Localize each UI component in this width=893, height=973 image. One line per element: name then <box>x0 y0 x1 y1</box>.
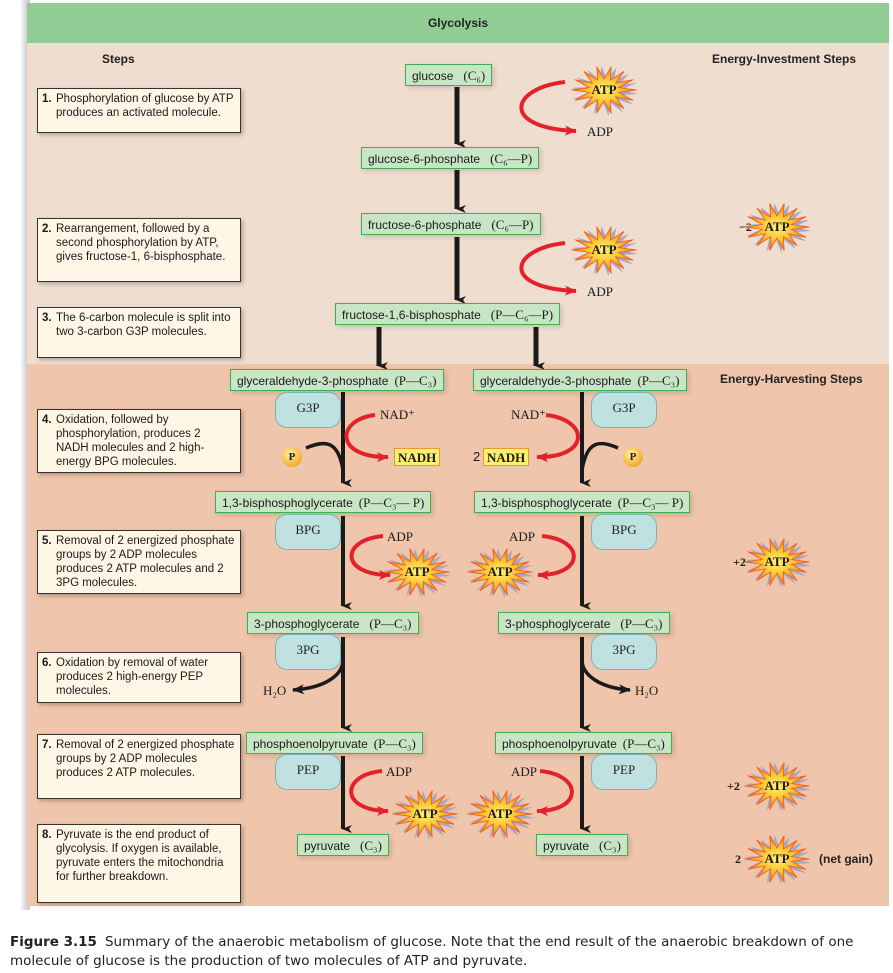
step-box-2: 2.Rearrangement, followed by a second ph… <box>37 218 241 282</box>
atp-burst-shape <box>744 835 810 883</box>
nad-label-left: NAD⁺ <box>380 407 416 422</box>
water-label-right: H₂O <box>635 683 659 698</box>
molecule-pyruvate-left: pyruvate(C₃) <box>297 834 389 856</box>
energy-investment-heading: Energy-Investment Steps <box>712 52 857 66</box>
atp-burst-icon: ATP <box>465 788 535 840</box>
step-box-3: 3.The 6-carbon molecule is split into tw… <box>37 307 241 358</box>
molecule-pep-left: phosphoenolpyruvate(P—C₃) <box>246 732 423 754</box>
abbr-g3p-left: G3P <box>275 392 341 428</box>
atp-burst-shape <box>467 548 533 596</box>
atp-burst-icon: ATP <box>382 546 452 598</box>
red-arrow-adp-atp-left-2 <box>349 769 389 816</box>
adp-label-pep-right: ADP <box>511 764 538 779</box>
figure-number: Figure 3.15 <box>10 934 97 950</box>
nad-label-right: NAD⁺ <box>511 407 547 422</box>
atp-burst-icon: ATP <box>390 788 460 840</box>
molecule-pep-right: phosphoenolpyruvate(P—C₃) <box>495 732 672 754</box>
molecule-glucose-6-phosphate: glucose-6-phosphate(C₆—P) <box>361 147 540 169</box>
adp-label-1: ADP <box>587 124 614 139</box>
phosphate-icon-left: P <box>282 447 302 467</box>
atp-burst-shape <box>744 538 810 586</box>
atp-burst-shape <box>392 790 458 838</box>
harvest-count-2: +2 <box>727 779 740 793</box>
molecule-g3p-right: glyceraldehyde-3-phosphate(P—C₃) <box>473 369 687 391</box>
energy-harvesting-heading: Energy-Harvesting Steps <box>720 372 863 386</box>
caption-text: Summary of the anaerobic metabolism of g… <box>10 934 854 969</box>
atp-burst-icon: ATP <box>569 64 639 116</box>
molecule-bpg-right: 1,3-bisphosphoglycerate(P—C₃— P) <box>474 491 691 513</box>
atp-burst-icon: ATP <box>742 536 812 588</box>
step-box-4: 4.Oxidation, followed by phosphorylation… <box>37 409 241 473</box>
nadh-badge-right: NADH <box>483 448 530 466</box>
atp-burst-shape <box>744 762 810 810</box>
abbr-pep-left: PEP <box>275 754 341 790</box>
step-box-6: 6.Oxidation by removal of water produces… <box>37 652 241 703</box>
net-gain-label: (net gain) <box>819 852 873 866</box>
step-box-7: 7.Removal of 2 energized phosphate group… <box>37 734 241 799</box>
red-arrow-nad-left <box>344 413 389 463</box>
atp-burst-shape <box>744 203 810 251</box>
abbr-3pg-right: 3PG <box>591 634 657 670</box>
molecule-g3p-left: glyceraldehyde-3-phosphate(P—C₃) <box>230 369 444 391</box>
abbr-g3p-right: G3P <box>591 392 657 428</box>
water-out-arrow-left <box>292 659 345 695</box>
atp-burst-icon: ATP <box>569 224 639 276</box>
nadh-count: 2 <box>473 449 481 464</box>
atp-burst-shape <box>467 790 533 838</box>
phosphate-icon-right: P <box>623 447 643 467</box>
molecule-3pg-right: 3-phosphoglycerate(P—C₃) <box>498 612 670 634</box>
atp-burst-icon: ATP <box>742 833 812 885</box>
molecule-fructose-6-phosphate: fructose-6-phosphate(C₆—P) <box>361 213 541 235</box>
abbr-bpg-right: BPG <box>591 514 657 550</box>
atp-burst-shape <box>571 66 637 114</box>
adp-label-bpg-right: ADP <box>509 529 536 544</box>
nadh-badge-left: NADH <box>394 448 441 466</box>
red-arrow-adp-atp-right-1 <box>537 534 576 580</box>
red-arrow-adp-atp-right-2 <box>536 769 574 816</box>
molecule-3pg-left: 3-phosphoglycerate(P—C₃) <box>247 612 419 634</box>
molecule-bpg-left: 1,3-bisphosphoglycerate(P—C₃— P) <box>215 491 432 513</box>
atp-burst-shape <box>384 548 450 596</box>
abbr-bpg-left: BPG <box>275 514 341 550</box>
abbr-3pg-left: 3PG <box>275 634 341 670</box>
phosphate-in-arrow-right <box>580 441 619 471</box>
atp-burst-shape <box>571 226 637 274</box>
atp-burst-icon: ATP <box>742 201 812 253</box>
red-arrow-atp-to-adp-1 <box>519 80 577 136</box>
phosphate-in-arrow-left <box>305 441 345 471</box>
red-arrow-adp-atp-left-1 <box>349 534 391 580</box>
diagram-header: Glycolysis <box>27 3 889 43</box>
diagram-title: Glycolysis <box>427 16 489 30</box>
step-box-1: 1.Phosphorylation of glucose by ATP prod… <box>37 88 241 133</box>
atp-burst-icon: ATP <box>742 760 812 812</box>
atp-burst-icon: ATP <box>465 546 535 598</box>
step-box-5: 5.Removal of 2 energized phosphate group… <box>37 530 241 594</box>
adp-label-bpg-left: ADP <box>387 529 414 544</box>
net-count: 2 <box>735 852 741 866</box>
steps-heading: Steps <box>102 52 135 66</box>
red-arrow-nad-right <box>536 413 580 463</box>
water-out-arrow-right <box>580 659 631 695</box>
step-box-8: 8.Pyruvate is the end product of glycoly… <box>37 824 241 903</box>
adp-label-2: ADP <box>587 284 614 299</box>
abbr-pep-right: PEP <box>591 754 657 790</box>
page-margin <box>0 0 30 910</box>
molecule-glucose: glucose(C₆) <box>405 64 493 86</box>
red-arrow-atp-to-adp-2 <box>519 241 577 296</box>
molecule-pyruvate-right: pyruvate(C₃) <box>536 834 628 856</box>
water-label-left: H₂O <box>263 683 287 698</box>
molecule-fructose-1-6-bisphosphate: fructose-1,6-bisphosphate(P—C₆—P) <box>335 303 561 325</box>
harvest-count-1: +2 <box>733 555 746 569</box>
adp-label-pep-left: ADP <box>386 764 413 779</box>
